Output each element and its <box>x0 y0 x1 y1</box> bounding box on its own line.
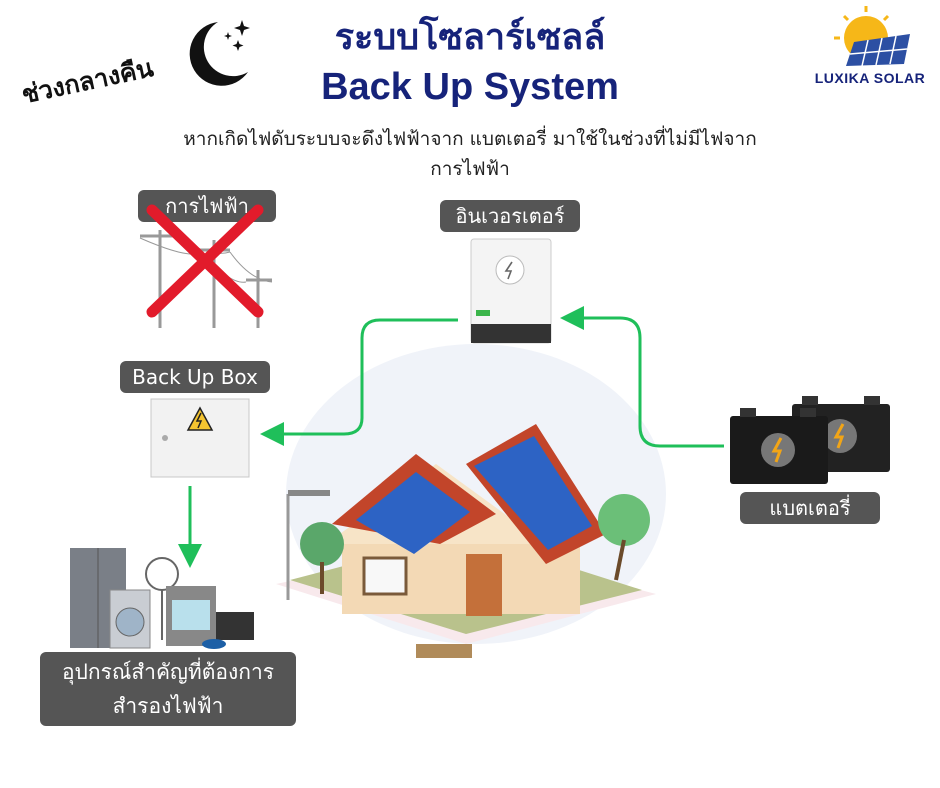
devices-label-line1: อุปกรณ์สำคัญที่ต้องการ <box>61 660 275 684</box>
devices-label: อุปกรณ์สำคัญที่ต้องการ สำรองไฟฟ้า <box>40 652 296 726</box>
battery-icon <box>730 396 890 484</box>
arrow-inverter-to-backup-box <box>260 318 458 446</box>
inverter-label: อินเวอรเตอร์ <box>440 200 580 232</box>
subtitle: หากเกิดไฟดับระบบจะดึงไฟฟ้าจาก แบตเตอรี่ … <box>140 124 800 184</box>
appliances-icon <box>70 548 254 649</box>
logo-sun-panel-icon <box>834 6 910 67</box>
house-icon <box>276 344 666 658</box>
title-thai: ระบบโซลาร์เซลล์ <box>334 17 606 58</box>
backup-box-icon <box>150 398 250 478</box>
logo-text: LUXIKA SOLAR <box>814 70 926 86</box>
subtitle-line1: หากเกิดไฟดับระบบจะดึงไฟฟ้าจาก แบตเตอรี่ … <box>183 128 757 150</box>
title-english: Back Up System <box>321 66 619 108</box>
arrow-battery-to-inverter <box>560 306 724 448</box>
moon-icon <box>189 20 250 86</box>
inverter-icon <box>470 238 552 344</box>
battery-label: แบตเตอรี่ <box>740 492 880 524</box>
backup-box-label: Back Up Box <box>120 361 270 393</box>
subtitle-line2: การไฟฟ้า <box>430 158 510 180</box>
cross-icon <box>146 204 264 318</box>
devices-label-line2: สำรองไฟฟ้า <box>112 694 224 718</box>
